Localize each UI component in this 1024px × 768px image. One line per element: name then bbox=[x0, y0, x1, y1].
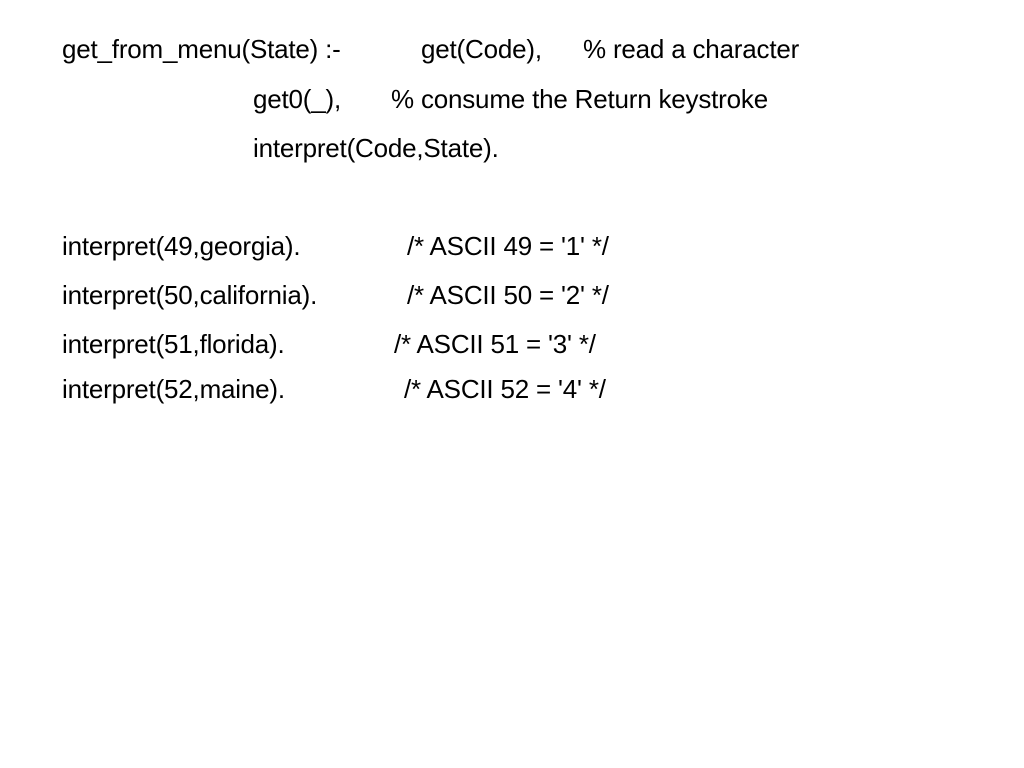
fact-line: interpret(49,georgia). /* ASCII 49 = '1'… bbox=[0, 233, 609, 337]
goal-get0: get0(_), bbox=[253, 84, 342, 114]
rule-head: get_from_menu(State) :- bbox=[62, 34, 341, 64]
fact-comment: /* ASCII 50 = '2' */ bbox=[407, 280, 609, 310]
comment-consume-return: % consume the Return keystroke bbox=[391, 84, 768, 114]
goal-get-code: get(Code), bbox=[421, 34, 542, 64]
fact-comment: /* ASCII 52 = '4' */ bbox=[404, 374, 606, 404]
fact-comment: /* ASCII 49 = '1' */ bbox=[407, 231, 609, 261]
goal-interpret: interpret(Code,State). bbox=[253, 133, 499, 163]
fact-florida: interpret(51,florida). bbox=[62, 329, 285, 359]
fact-line: interpret(51,florida). /* ASCII 51 = '3'… bbox=[0, 331, 596, 435]
comment-read-character: % read a character bbox=[583, 34, 800, 64]
fact-california: interpret(50,california). bbox=[62, 280, 318, 310]
fact-line: interpret(52,maine). /* ASCII 52 = '4' *… bbox=[0, 376, 606, 480]
fact-georgia: interpret(49,georgia). bbox=[62, 231, 301, 261]
rule-body-line-3: interpret(Code,State). bbox=[0, 135, 499, 213]
fact-comment: /* ASCII 51 = '3' */ bbox=[394, 329, 596, 359]
rule-head-line: get_from_menu(State) :- get(Code), % rea… bbox=[0, 36, 799, 166]
rule-body-line-2: get0(_), % consume the Return keystroke bbox=[0, 86, 768, 190]
fact-line: interpret(50,california). /* ASCII 50 = … bbox=[0, 282, 609, 386]
fact-maine: interpret(52,maine). bbox=[62, 374, 285, 404]
